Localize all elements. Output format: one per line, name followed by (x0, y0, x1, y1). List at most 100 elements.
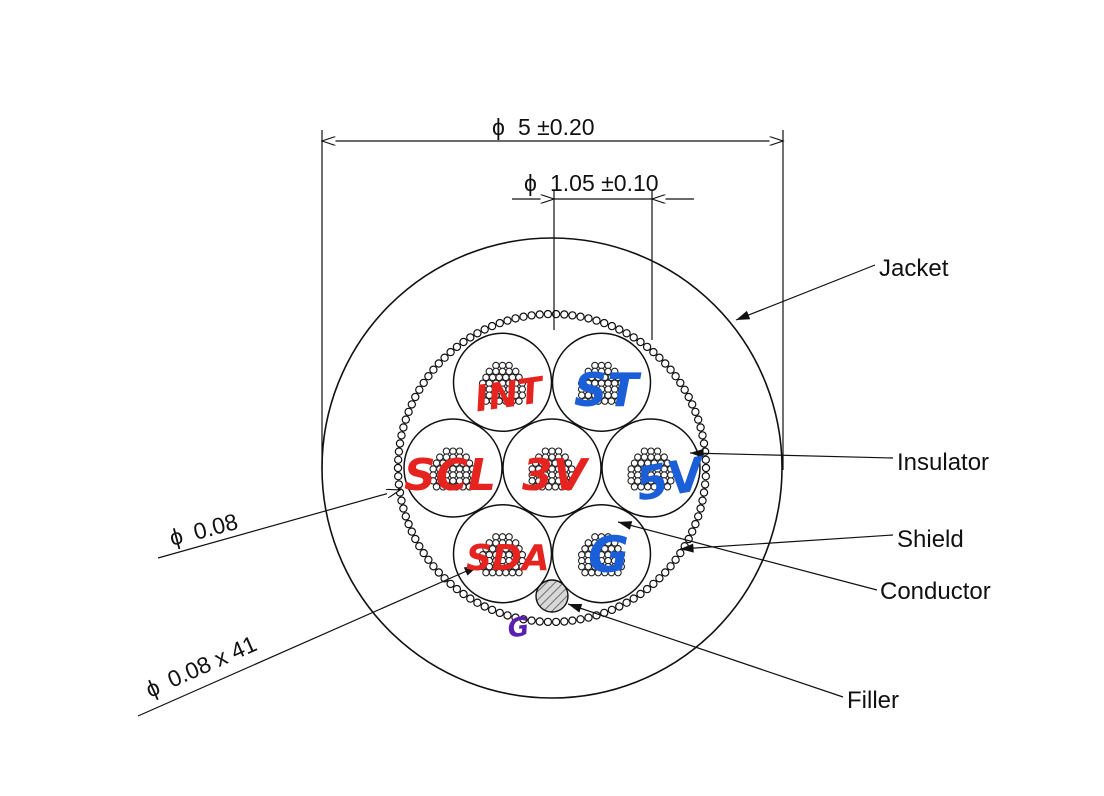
conductor-strand (663, 459, 672, 467)
shield-wire (691, 407, 700, 417)
shield-wire (642, 584, 652, 594)
conductor-strand (515, 545, 523, 553)
shield-wire (459, 337, 468, 347)
shield-wire (487, 321, 497, 331)
shield-wire (655, 353, 664, 362)
conductor-strand (577, 562, 586, 571)
handwritten-sda: SDA (466, 538, 550, 579)
outer-diameter-symbol: ϕ (492, 114, 505, 140)
shield-wire (424, 555, 433, 565)
shield-wire (688, 527, 697, 536)
shield-wire (584, 314, 593, 323)
jacket-label: Jacket (879, 255, 949, 282)
shield-wire-symbol: ϕ (167, 522, 186, 550)
conductor-strand (663, 483, 672, 491)
shield-wire (629, 594, 638, 603)
conductor-strand (660, 453, 668, 461)
shield-wire (415, 542, 424, 551)
shield-wire (473, 329, 482, 338)
shield-braid (393, 309, 711, 627)
strand-dimension: ϕ 0.08 x 41 (137, 565, 479, 717)
handwritten-3v: 3V (522, 450, 590, 501)
conductor-strand (485, 367, 494, 376)
conductor-strand (465, 483, 474, 491)
shield-wire (701, 463, 711, 473)
shield-wire (487, 605, 497, 615)
shield-wire (666, 365, 675, 374)
conductor-strand (617, 562, 626, 571)
handwritten-shield-g: G (506, 612, 531, 645)
shield-wire (495, 318, 504, 328)
shield-wire (480, 325, 489, 334)
strand-symbol: ϕ (141, 674, 163, 703)
shield-wire (676, 378, 685, 388)
shield-wire (701, 472, 711, 481)
shield-wire (568, 311, 577, 320)
conductor-strand (518, 391, 527, 399)
shield-wire (480, 602, 489, 611)
shield-wire (666, 562, 675, 571)
shield-wire (395, 488, 405, 497)
shield-wire (699, 488, 709, 497)
shield-wire (535, 617, 544, 626)
shield-wire (404, 407, 413, 417)
conductor-strand (469, 477, 477, 485)
filler-circle (535, 579, 569, 613)
shield-wire (419, 548, 428, 558)
conductor-strand (515, 397, 523, 405)
shield-wire (404, 519, 413, 529)
conductor-strand (627, 477, 635, 485)
outer-diameter-label: 5 ±0.20 (518, 114, 595, 140)
shield-wire (694, 512, 703, 521)
shield-wire (511, 613, 520, 622)
shield-wire (661, 359, 670, 368)
shield-wire (407, 400, 416, 409)
shield-wire (503, 316, 512, 325)
shield-wire (551, 617, 561, 627)
shield-label: Shield (897, 526, 964, 553)
shield-wire (655, 574, 664, 583)
shield-wire (688, 400, 697, 409)
shield-wire (560, 617, 569, 626)
handwritten-scl: SCL (404, 450, 496, 501)
shield-wire (397, 431, 406, 440)
shield-wire (419, 378, 428, 388)
shield-wire (527, 616, 536, 625)
shield-wire (622, 329, 631, 338)
shield-wire (411, 534, 420, 544)
shield-wire (694, 415, 703, 424)
shield-wire (473, 598, 482, 607)
shield-wire (452, 342, 462, 352)
handwritten-int: INT (472, 370, 548, 420)
shield-wire (401, 512, 410, 521)
conductor-strand (610, 367, 619, 376)
conductor-strand (614, 373, 622, 382)
filler-label: Filler (847, 687, 899, 714)
conductor-strand (518, 562, 527, 571)
shield-wire (511, 314, 520, 323)
shield-wire (576, 615, 585, 624)
shield-wire (394, 480, 404, 489)
shield-wire (503, 611, 512, 620)
shield-wire (691, 519, 700, 529)
shield-wire (459, 589, 468, 599)
shield-wire (424, 372, 433, 381)
shield-wire (399, 423, 408, 432)
conductor-strand (462, 453, 470, 461)
shield-wire (696, 504, 705, 513)
shield-wire (671, 372, 680, 381)
conductor-strand (568, 477, 576, 485)
shield-wire (429, 562, 438, 571)
conductor-strand (515, 568, 523, 577)
shield-wire (701, 455, 711, 464)
shield-wire (600, 318, 609, 328)
conductor-strand (511, 367, 520, 376)
shield-wire (466, 333, 475, 342)
shield-wire (698, 496, 707, 505)
shield-wire (407, 527, 416, 536)
shield-wire (592, 316, 601, 325)
shield-wire (671, 555, 680, 565)
conductor-strand (667, 477, 675, 485)
core-diameter-dimension: ϕ 1.05 ±0.10 (512, 170, 694, 340)
